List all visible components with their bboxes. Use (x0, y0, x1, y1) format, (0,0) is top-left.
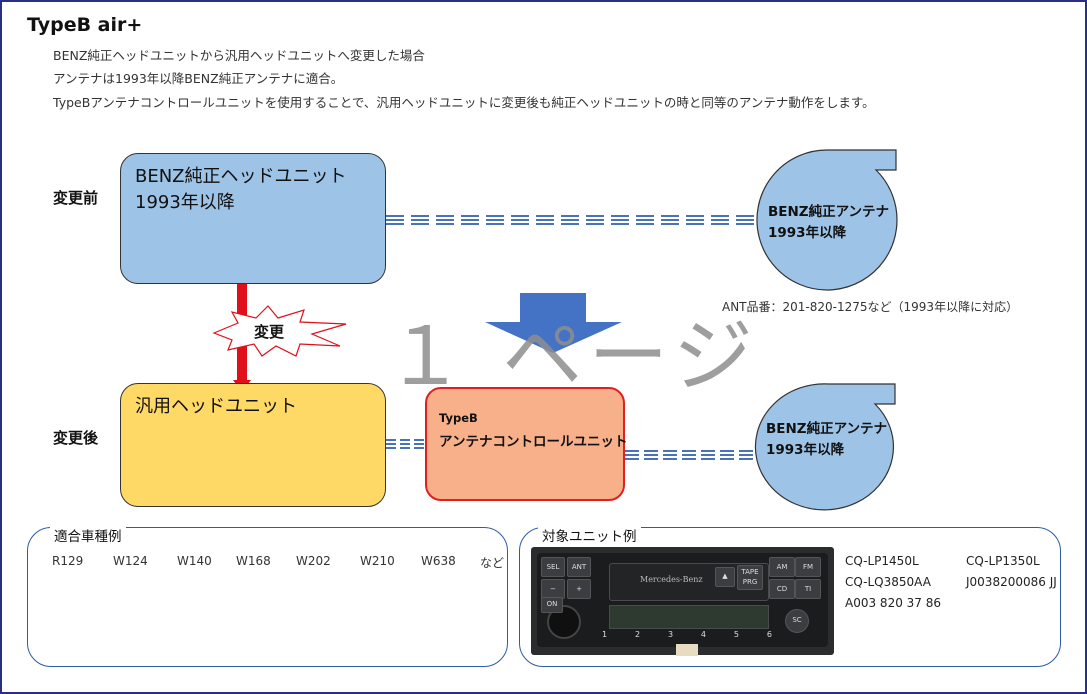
compatible-models-panel: 適合車種例 (27, 525, 508, 667)
antenna-before-label: BENZ純正アンテナ 1993年以降 (768, 202, 889, 244)
unit-code: J0038200086 JJ (966, 575, 1057, 589)
generic-head-unit-box: 汎用ヘッドユニット (120, 383, 386, 507)
ti-button: TI (795, 579, 821, 599)
transition-arrow-down (485, 293, 622, 353)
preset-row: 1 2 3 4 5 6 (602, 630, 772, 639)
antenna-part-note: ANT品番：201-820-1275など（1993年以降に対応） (722, 300, 1019, 314)
unit-code: CQ-LQ3850AA (845, 575, 931, 589)
minus-button: − (541, 579, 565, 599)
antenna-after-line1: BENZ純正アンテナ (766, 421, 888, 437)
fm-button: FM (795, 557, 821, 577)
am-button: AM (769, 557, 795, 577)
preset-label: 2 (634, 630, 641, 639)
tape-prg-button: TAPE PRG (737, 565, 763, 590)
compatible-models-title: 適合車種例 (50, 525, 126, 545)
page-title: TypeB air+ (27, 14, 143, 36)
after-connection-line-1 (386, 439, 425, 449)
generic-head-unit-text: 汎用ヘッドユニット (135, 396, 297, 417)
preset-label: 1 (602, 630, 608, 639)
description-line-2: アンテナは1993年以降BENZ純正アンテナに適合。 (53, 71, 344, 86)
antenna-shape-after (754, 383, 896, 511)
benz-head-unit-text: BENZ純正ヘッドユニット 1993年以降 (135, 166, 347, 213)
benz-head-unit-box: BENZ純正ヘッドユニット 1993年以降 (120, 153, 386, 284)
control-unit-type: TypeB (439, 411, 478, 425)
plus-button: + (567, 579, 591, 599)
target-units-panel: 対象ユニット例 (519, 525, 1061, 667)
control-unit-name: アンテナコントロールユニット (439, 434, 628, 450)
after-connection-line-2 (625, 450, 758, 460)
preset-label: 3 (667, 630, 674, 639)
radio-display (609, 605, 769, 629)
preset-label: 4 (700, 630, 706, 639)
before-connection-line (386, 215, 762, 225)
after-label: 変更後 (53, 429, 99, 447)
antenna-before-line1: BENZ純正アンテナ (768, 204, 890, 220)
model-item: W124 (113, 554, 148, 568)
change-label: 変更 (254, 323, 285, 341)
antenna-control-unit-box: TypeB アンテナコントロールユニット (425, 387, 628, 501)
unit-code: A003 820 37 86 (845, 596, 941, 610)
radio-unit-photo: SEL ANT − + Mercedes-Benz ▲ TAPE PRG AM … (531, 547, 834, 655)
ant-button: ANT (567, 557, 591, 577)
antenna-before-line2: 1993年以降 (768, 225, 847, 241)
cd-button: CD (769, 579, 795, 599)
model-item: R129 (52, 554, 84, 568)
model-item: W168 (236, 554, 271, 568)
description-line-3: TypeBアンテナコントロールユニットを使用することで、汎用ヘッドユニットに変更… (53, 95, 875, 110)
radio-faceplate: SEL ANT − + Mercedes-Benz ▲ TAPE PRG AM … (537, 553, 828, 647)
radio-brand: Mercedes-Benz (640, 575, 703, 584)
preset-label: 6 (766, 630, 772, 639)
sel-button: SEL (541, 557, 565, 577)
antenna-after-line2: 1993年以降 (766, 442, 845, 458)
model-item: など (480, 556, 505, 570)
eject-icon: ▲ (715, 567, 735, 587)
antenna-after-label: BENZ純正アンテナ 1993年以降 (766, 419, 887, 461)
model-item: W140 (177, 554, 212, 568)
sc-button: SC (785, 609, 809, 633)
preset-label: 5 (733, 630, 739, 639)
change-burst (212, 305, 347, 357)
model-item: W202 (296, 554, 331, 568)
unit-code: CQ-LP1450L (845, 554, 919, 568)
antenna-shape-before (756, 149, 898, 291)
radio-connector (676, 644, 698, 656)
description-line-1: BENZ純正ヘッドユニットから汎用ヘッドユニットへ変更した場合 (53, 48, 425, 63)
target-units-title: 対象ユニット例 (538, 525, 641, 545)
unit-code: CQ-LP1350L (966, 554, 1040, 568)
model-item: W638 (421, 554, 456, 568)
model-item: W210 (360, 554, 395, 568)
on-label: ON (541, 597, 563, 613)
before-label: 変更前 (53, 189, 99, 207)
